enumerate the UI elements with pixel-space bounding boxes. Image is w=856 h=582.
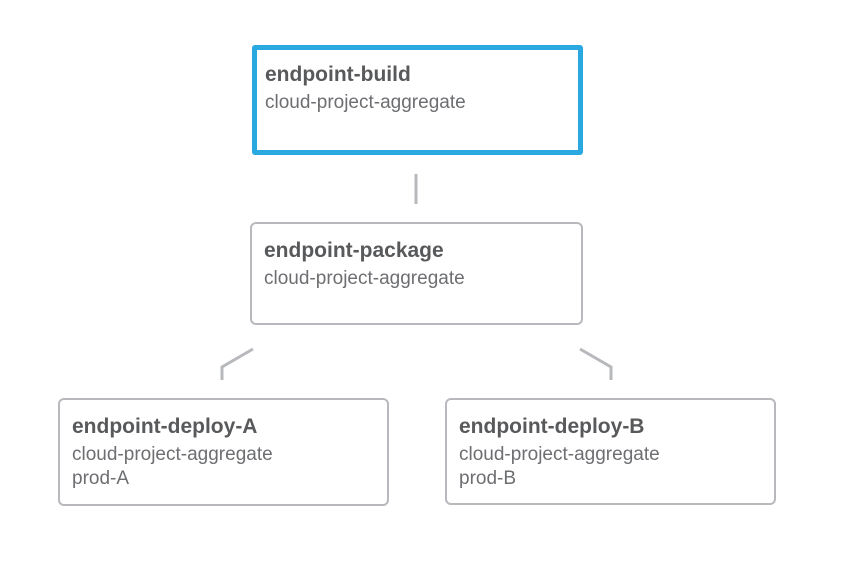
connector-package-to-deploy-a — [220, 347, 254, 380]
node-project: cloud-project-aggregate — [264, 268, 465, 289]
node-project: cloud-project-aggregate — [72, 444, 273, 465]
connector-package-to-deploy-b — [579, 347, 613, 380]
node-project: cloud-project-aggregate — [459, 444, 660, 465]
node-endpoint-deploy-b[interactable]: endpoint-deploy-B cloud-project-aggregat… — [445, 398, 776, 505]
node-title: endpoint-package — [264, 239, 444, 262]
node-endpoint-package[interactable]: endpoint-package cloud-project-aggregate — [250, 222, 583, 325]
node-environment: prod-A — [72, 468, 130, 489]
node-endpoint-deploy-a[interactable]: endpoint-deploy-A cloud-project-aggregat… — [58, 398, 389, 506]
node-title: endpoint-build — [265, 63, 411, 86]
node-project: cloud-project-aggregate — [265, 92, 466, 113]
node-environment: prod-B — [459, 468, 517, 489]
node-title: endpoint-deploy-A — [72, 415, 258, 438]
node-endpoint-build[interactable]: endpoint-build cloud-project-aggregate — [252, 45, 583, 155]
node-title: endpoint-deploy-B — [459, 415, 645, 438]
